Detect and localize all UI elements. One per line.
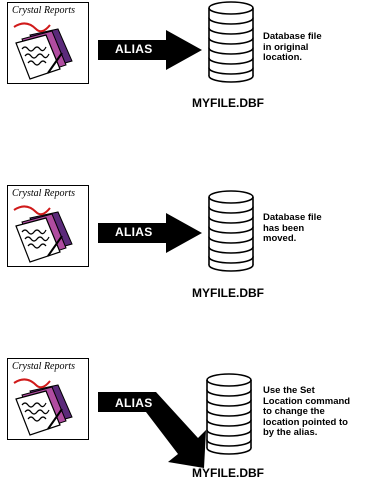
logo-title: Crystal Reports bbox=[12, 188, 76, 199]
alias-arrow bbox=[98, 30, 202, 70]
database-icon bbox=[208, 1, 254, 83]
alias-label: ALIAS bbox=[115, 396, 153, 410]
diagram-panel-original-location: Crystal Reports ALIAS bbox=[0, 1, 371, 132]
database-filename: MYFILE.DBF bbox=[192, 96, 264, 110]
report-document-icon bbox=[13, 22, 73, 80]
alias-label: ALIAS bbox=[115, 225, 153, 239]
database-icon bbox=[208, 190, 254, 272]
alias-label: ALIAS bbox=[115, 42, 153, 56]
alias-arrow bbox=[98, 213, 202, 253]
database-filename: MYFILE.DBF bbox=[192, 466, 264, 480]
bent-alias-arrow bbox=[98, 392, 206, 468]
diagram-panel-file-moved: Crystal Reports ALIAS bbox=[0, 185, 371, 315]
panel-description: Use the Set Location command to change t… bbox=[263, 385, 351, 438]
panel-description: Database file has been moved. bbox=[263, 212, 322, 244]
diagram-panel-set-location: Crystal Reports ALIAS bbox=[0, 358, 371, 483]
crystal-reports-logo: Crystal Reports bbox=[7, 358, 89, 440]
database-icon bbox=[206, 373, 252, 455]
report-document-icon bbox=[13, 378, 73, 436]
logo-title: Crystal Reports bbox=[12, 361, 76, 372]
panel-description: Database file in original location. bbox=[263, 31, 322, 63]
report-document-icon bbox=[13, 205, 73, 263]
database-filename: MYFILE.DBF bbox=[192, 286, 264, 300]
crystal-reports-logo: Crystal Reports bbox=[7, 2, 89, 84]
crystal-reports-logo: Crystal Reports bbox=[7, 185, 89, 267]
logo-title: Crystal Reports bbox=[12, 5, 76, 16]
